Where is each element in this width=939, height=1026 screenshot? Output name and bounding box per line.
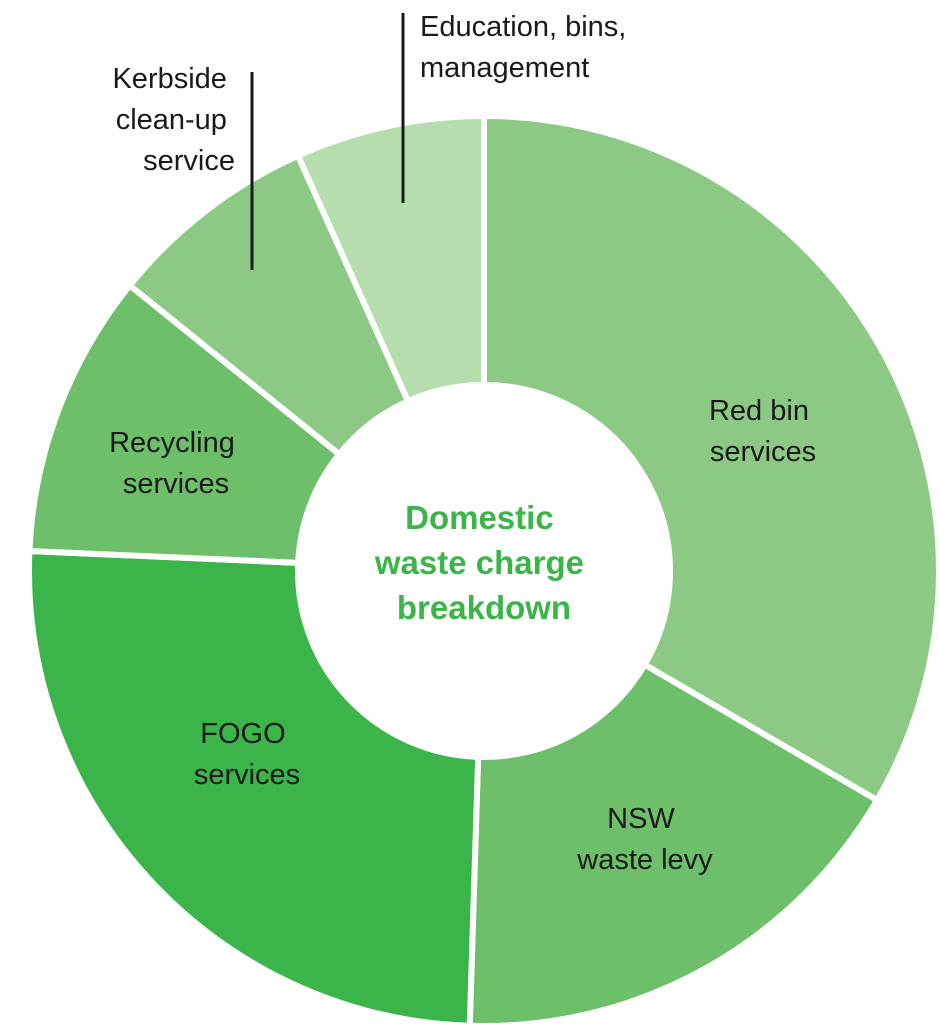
- slice-red-bin-services: [481, 112, 939, 805]
- slice-fogo-services: [26, 547, 482, 1026]
- label-fogo: FOGO services: [194, 718, 300, 791]
- label-red-bin: Red bin services: [709, 395, 817, 468]
- slice-nsw-waste-levy: [466, 660, 882, 1026]
- label-nsw-levy: NSW waste levy: [576, 803, 713, 876]
- slice-kerbside-clean-up-service: [125, 151, 412, 459]
- chart-title: Domestic waste charge breakdown: [374, 499, 593, 626]
- label-education: Education, bins, management: [420, 11, 634, 84]
- slice-recycling-services: [26, 281, 344, 566]
- label-kerbside: Kerbside clean-up service: [112, 63, 235, 177]
- label-recycling: Recycling services: [109, 427, 243, 500]
- slice-education-bins-management: [294, 112, 487, 406]
